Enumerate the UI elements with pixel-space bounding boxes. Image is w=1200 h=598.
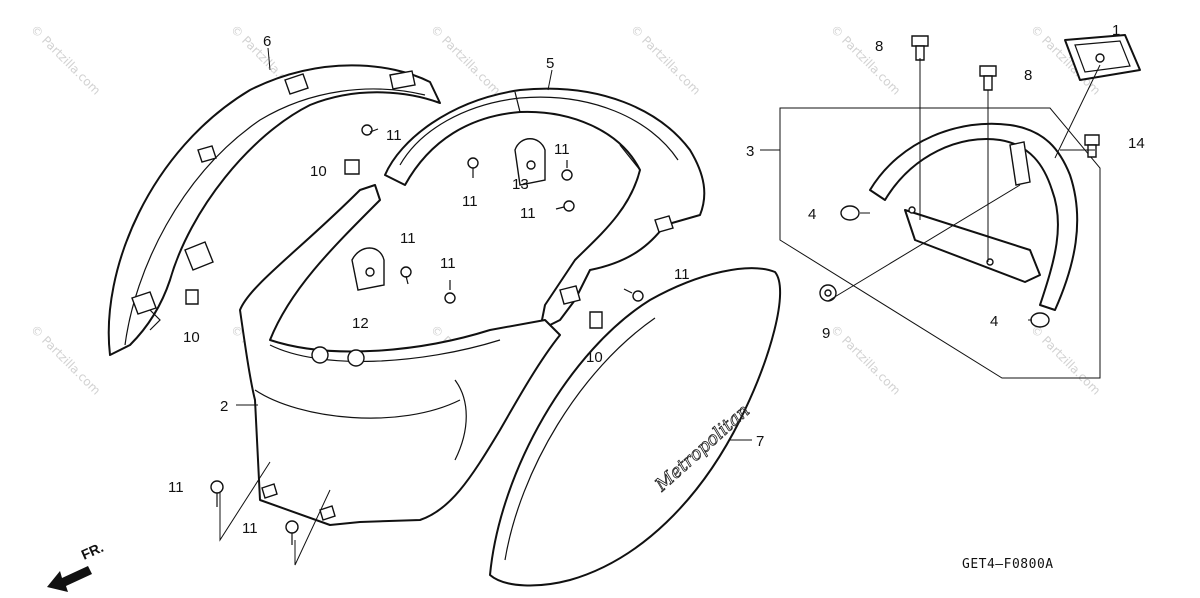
callout-9: 9 (822, 325, 830, 342)
callout-11: 11 (440, 255, 456, 272)
callout-11: 11 (674, 266, 690, 283)
watermark: © Partzilla.com (828, 322, 903, 397)
watermark: © Partzilla.com (28, 322, 103, 397)
callout-6: 6 (263, 33, 271, 50)
callout-11: 11 (554, 141, 570, 158)
callout-3: 3 (746, 143, 754, 160)
part-1-reflector[interactable] (1064, 34, 1141, 81)
part-4-cap[interactable] (840, 205, 860, 221)
callout-14: 14 (1128, 135, 1145, 152)
callout-2: 2 (220, 398, 228, 415)
part-12-bracket[interactable] (351, 247, 385, 291)
callout-12: 12 (352, 315, 369, 332)
callout-11: 11 (520, 205, 536, 222)
leader-lines (219, 47, 1101, 566)
callout-11: 11 (386, 127, 402, 144)
part-11-screw[interactable] (467, 157, 479, 178)
callout-labels: 1 2 3 4 4 5 6 7 8 8 9 10 10 10 11 11 11 … (168, 22, 1145, 537)
part-11-screw[interactable] (400, 266, 412, 285)
callout-10: 10 (183, 329, 200, 346)
part-9-nut[interactable] (819, 284, 837, 302)
callout-11: 11 (242, 520, 258, 537)
part-7-fender-cover[interactable]: Metropolitan (489, 267, 782, 587)
callout-8: 8 (875, 38, 883, 55)
callout-10: 10 (310, 163, 327, 180)
watermark: © Partzilla.com (1028, 322, 1103, 397)
watermark: © Partzilla.com (428, 22, 503, 97)
fr-label: FR. (79, 539, 106, 563)
callout-1: 1 (1112, 22, 1120, 39)
callout-8: 8 (1024, 67, 1032, 84)
callout-11: 11 (168, 479, 184, 496)
front-direction-arrow-icon: FR. (47, 539, 106, 592)
part-13-bracket[interactable] (514, 138, 546, 186)
part-2-luggage-box[interactable] (239, 184, 561, 526)
part-4-cap[interactable] (1030, 312, 1050, 328)
callout-11: 11 (400, 230, 416, 247)
part-10-clip[interactable] (344, 159, 360, 175)
callout-11: 11 (462, 193, 478, 210)
part-5-inner-frame[interactable] (384, 87, 706, 331)
callout-10: 10 (586, 349, 603, 366)
part-11-screw[interactable] (361, 124, 379, 136)
part-10-clip[interactable] (185, 289, 199, 305)
callout-5: 5 (546, 55, 554, 72)
part-14-bolt[interactable] (1084, 134, 1100, 158)
part-6-side-cover[interactable] (107, 64, 441, 356)
part-11-screw[interactable] (444, 280, 456, 304)
part-3-grip-assembly[interactable] (779, 107, 1101, 379)
part-11-screw[interactable] (285, 520, 299, 545)
watermark: © Partzilla.com (828, 22, 903, 97)
callout-4: 4 (808, 206, 816, 223)
diagram-code: GET4—F0800A (962, 557, 1054, 572)
part-11-screw[interactable] (555, 200, 575, 212)
part-11-screw[interactable] (623, 288, 644, 302)
part-11-screw[interactable] (561, 160, 573, 181)
part-10-clip[interactable] (589, 311, 603, 329)
callout-4: 4 (990, 313, 998, 330)
part-11-screw[interactable] (210, 480, 224, 507)
callout-7: 7 (756, 433, 764, 450)
watermark: © Partzilla.com (28, 22, 103, 97)
part-8-bolt[interactable] (979, 65, 997, 91)
watermark: © Partzilla.com (628, 22, 703, 97)
part-8-bolt[interactable] (911, 35, 929, 61)
callout-13: 13 (512, 176, 529, 193)
